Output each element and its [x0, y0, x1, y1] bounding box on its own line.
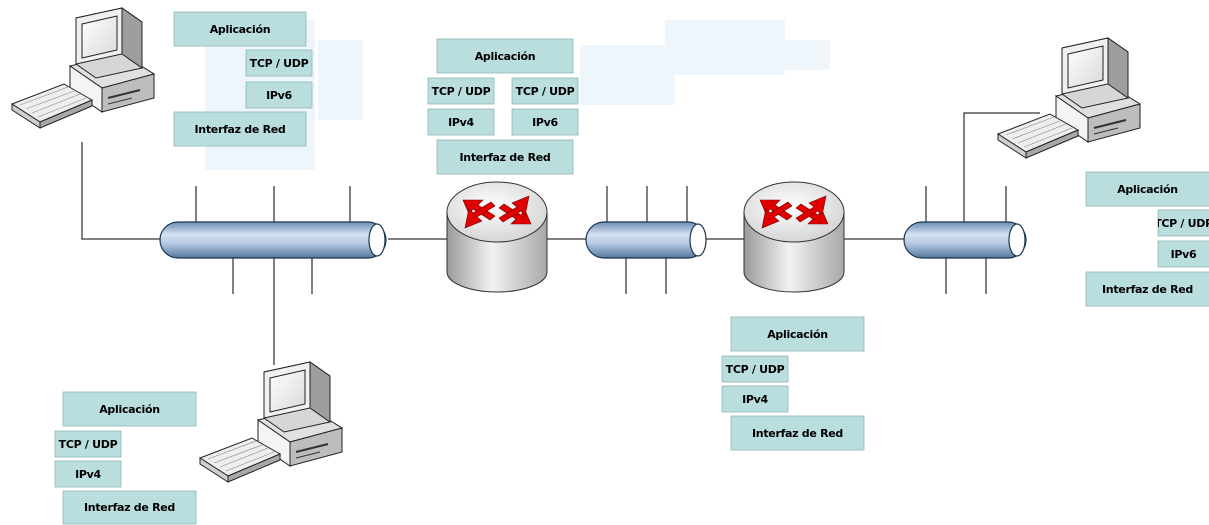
router-icon [743, 181, 845, 293]
layer-link: Interfaz de Red [62, 490, 197, 525]
computer-icon [997, 37, 1141, 159]
layer-application: Aplicación [173, 11, 307, 47]
layer-link: Interfaz de Red [173, 111, 307, 147]
layer-application: Aplicación [62, 391, 197, 427]
layer-label: TCP / UDP [249, 56, 309, 70]
computer-icon [199, 361, 343, 483]
network-bus-3 [903, 221, 1027, 259]
layer-transport: TCP / UDP [1157, 209, 1209, 237]
layer-label: IPv6 [532, 115, 558, 129]
layer-label: TCP / UDP [1158, 216, 1209, 230]
layer-link: Interfaz de Red [1085, 271, 1209, 307]
layer-label: IPv4 [742, 392, 768, 406]
layer-network: IPv6 [1157, 240, 1209, 268]
computer-icon [11, 7, 155, 129]
protocol-stack-host-right: Aplicación TCP / UDP IPv6 Interfaz de Re… [1085, 171, 1209, 307]
layer-label: Interfaz de Red [194, 122, 286, 136]
network-bus-2 [585, 221, 707, 259]
router-icon [446, 181, 548, 293]
layer-label: TCP / UDP [725, 362, 785, 376]
layer-label: IPv4 [75, 467, 101, 481]
layer-label: TCP / UDP [431, 84, 491, 98]
layer-label: Aplicación [1117, 182, 1178, 196]
protocol-stack-host-bottom-left: Aplicación TCP / UDP IPv4 Interfaz de Re… [54, 391, 197, 525]
layer-label: Aplicación [474, 49, 536, 63]
network-bus-1 [159, 221, 387, 259]
layer-transport: TCP / UDP [721, 355, 789, 383]
layer-label: IPv6 [266, 88, 292, 102]
layer-label: Aplicación [99, 402, 160, 416]
layer-label: IPv6 [1170, 247, 1197, 261]
layer-application: Aplicación [1085, 171, 1209, 207]
layer-application: Aplicación [436, 38, 574, 74]
layer-link: Interfaz de Red [730, 415, 865, 451]
layer-transport: TCP / UDP [54, 430, 122, 458]
layer-label: IPv4 [448, 115, 474, 129]
layer-label: Interfaz de Red [1102, 282, 1193, 296]
layer-network: IPv4 [721, 385, 789, 413]
protocol-stack-router-right: Aplicación TCP / UDP IPv4 Interfaz de Re… [721, 316, 865, 451]
layer-label: TCP / UDP [515, 84, 575, 98]
layer-application: Aplicación [730, 316, 865, 352]
layer-transport-left: TCP / UDP [427, 77, 495, 105]
layer-network-right: IPv6 [511, 108, 579, 136]
layer-network-left: IPv4 [427, 108, 495, 136]
layer-link: Interfaz de Red [436, 139, 574, 175]
layer-label: Aplicación [209, 22, 271, 36]
layer-label: Aplicación [767, 327, 828, 341]
layer-label: Interfaz de Red [459, 150, 551, 164]
layer-transport: TCP / UDP [245, 49, 313, 77]
layer-network: IPv4 [54, 460, 122, 488]
layer-label: TCP / UDP [58, 437, 118, 451]
layer-label: Interfaz de Red [84, 501, 175, 514]
layer-transport-right: TCP / UDP [511, 77, 579, 105]
network-wires [81, 112, 1040, 365]
protocol-stack-host-top-left: Aplicación TCP / UDP IPv6 Interfaz de Re… [173, 11, 313, 147]
layer-label: Interfaz de Red [752, 426, 843, 440]
layer-network: IPv6 [245, 81, 313, 109]
protocol-stack-router-center: Aplicación TCP / UDP TCP / UDP IPv4 IPv6… [427, 38, 579, 175]
